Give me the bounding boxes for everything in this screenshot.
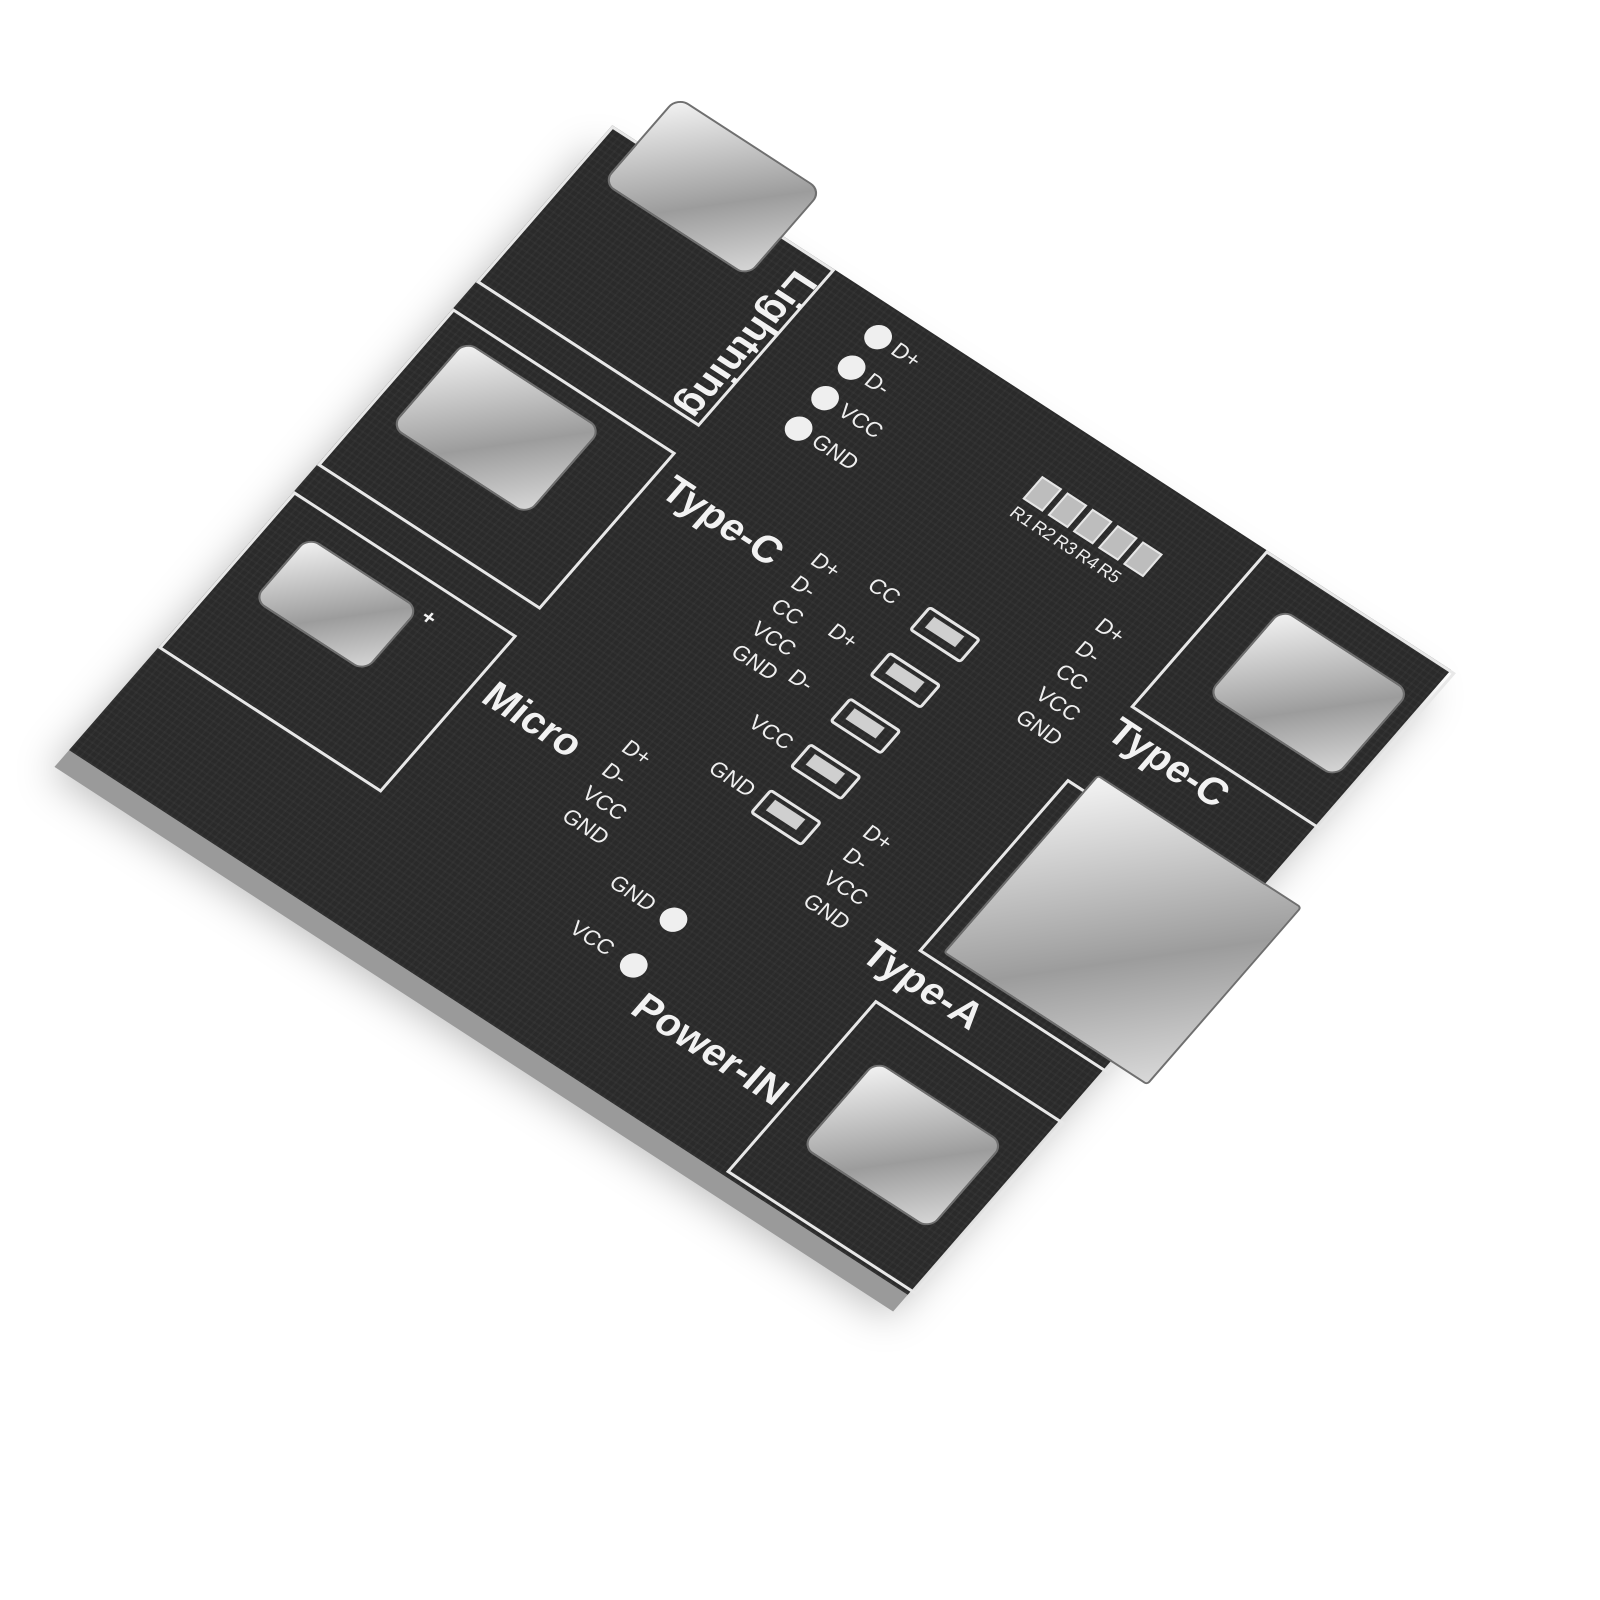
lightning-pin-gnd: GND — [806, 429, 865, 475]
led-label-gnd: GND — [703, 755, 762, 802]
power-in-label: Power-IN — [622, 985, 798, 1114]
power-in-pad-vcc — [614, 948, 654, 983]
led-dminus — [828, 696, 903, 756]
led-label-dminus: D- — [783, 664, 820, 696]
usb-type-a-socket — [942, 774, 1303, 1086]
led-vcc — [789, 742, 863, 801]
led-label-dplus: D+ — [822, 618, 864, 654]
lightning-pin-dplus: D+ — [886, 337, 927, 373]
power-in-pin-gnd: GND — [604, 870, 662, 916]
power-in-pad-gnd — [653, 902, 693, 937]
led-label-cc: CC — [862, 572, 906, 610]
type-c-left-label: Type-C — [652, 468, 793, 574]
led-dplus — [868, 651, 942, 710]
power-in-pin-vcc: VCC — [564, 915, 621, 961]
led-label-vcc: VCC — [743, 710, 799, 755]
lightning-pin-dminus: D- — [859, 368, 896, 400]
lightning-pin-vcc: VCC — [833, 398, 889, 443]
led-gnd — [749, 788, 823, 847]
micro-label: Micro — [473, 674, 593, 766]
pcb-board: Lightning D+ D- VCC GND Type-C D+ D- CC … — [69, 95, 1456, 1296]
led-cc — [908, 605, 982, 664]
